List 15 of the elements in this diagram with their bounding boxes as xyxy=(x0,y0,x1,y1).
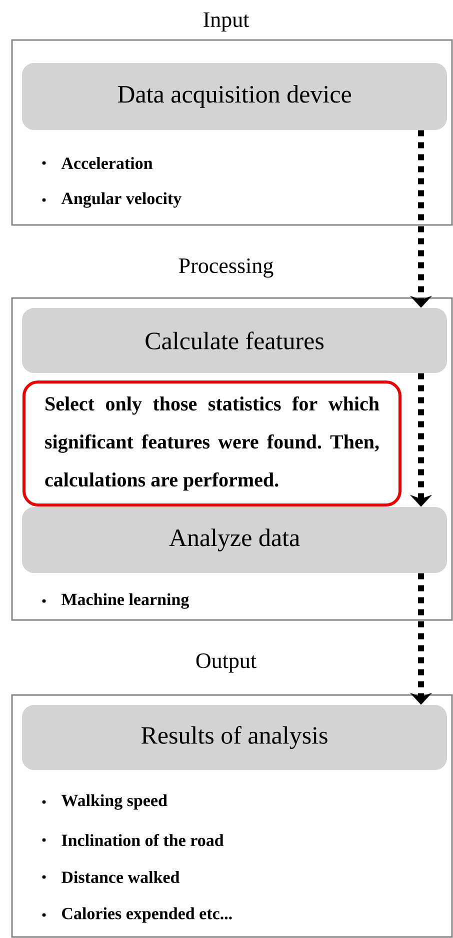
section-heading: Output xyxy=(196,653,256,673)
process-box: Results of analysis xyxy=(22,705,447,770)
process-box: Analyze data xyxy=(22,507,447,573)
bullet-item: Calories expended etc... xyxy=(42,907,232,923)
bullet-item: Walking speed xyxy=(42,794,168,810)
bullet-item: Distance walked xyxy=(42,871,180,883)
bullet-item: Inclination of the road xyxy=(42,834,224,846)
bullet-item: Angular velocity xyxy=(42,192,182,208)
bullet-item: Machine learning xyxy=(42,593,189,609)
section-heading: Input xyxy=(204,12,250,32)
section-heading: Processing xyxy=(178,258,274,278)
process-box: Calculate features xyxy=(22,308,447,373)
bullet-item: Acceleration xyxy=(42,157,153,169)
process-box: Data acquisition device xyxy=(22,63,447,130)
note-box: Select only those statistics for which significant features were found. Then, calculations are performed. xyxy=(22,380,402,506)
